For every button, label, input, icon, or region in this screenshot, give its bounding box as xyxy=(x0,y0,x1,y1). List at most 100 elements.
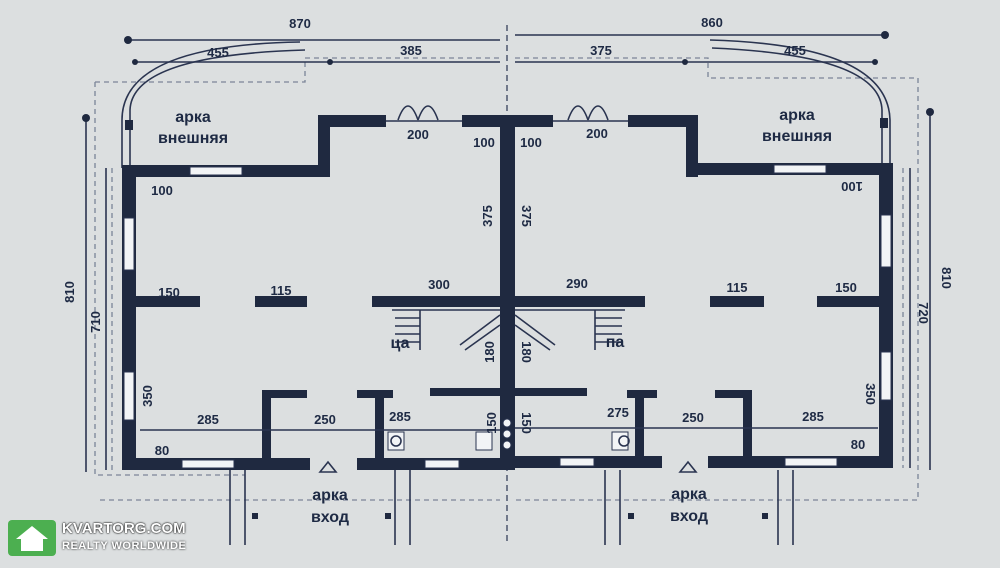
dim-mid-right: 100 xyxy=(520,135,542,150)
dim-node xyxy=(82,114,90,122)
house-logo-icon xyxy=(8,520,56,556)
dim-stair-left-vertical: 180 xyxy=(482,341,497,363)
toilet-bowl-icon xyxy=(390,435,402,447)
wall-top-center-right xyxy=(508,115,553,127)
dim-corner-right: 100 xyxy=(841,179,863,194)
watermark-logo: KVARTORG.COM REALTY WORLDWIDE xyxy=(8,518,188,558)
dim-corner-80-left: 80 xyxy=(155,443,169,458)
dim-node xyxy=(124,36,132,44)
toilet-icon xyxy=(387,431,405,451)
dim-door-right: 200 xyxy=(586,126,608,141)
outline-dashed-left xyxy=(94,57,500,501)
partition-left-5 xyxy=(262,390,271,460)
dim-bottom-285-right: 285 xyxy=(802,409,824,424)
wall-top-left-2 xyxy=(318,115,386,127)
dim-partition-right: 290 xyxy=(566,276,588,291)
partition-right-6 xyxy=(635,390,644,458)
partition-left-1 xyxy=(136,296,200,307)
door-swing-left xyxy=(397,105,439,121)
window xyxy=(773,164,827,174)
sink-icon xyxy=(611,431,629,451)
label-arch-entrance-left-1: арка xyxy=(312,487,348,504)
dim-arc-left: 455 xyxy=(207,45,229,60)
dim-side-left-outer: 810 xyxy=(62,281,77,303)
dim-bottom-285-mid: 285 xyxy=(389,409,411,424)
partition-right-3 xyxy=(817,296,879,307)
label-arch-external-left-1: арка xyxy=(175,109,211,126)
arch-post xyxy=(125,120,133,130)
dim-side-left-inner: 710 xyxy=(88,311,103,333)
dim-node xyxy=(926,108,934,116)
label-arch-entrance-left-2: вход xyxy=(311,509,349,526)
dim-top-inner-left: 385 xyxy=(400,43,422,58)
window xyxy=(559,457,595,467)
label-stair-right: па xyxy=(606,334,625,351)
dim-wall-left-b: 115 xyxy=(271,283,292,298)
dim-node xyxy=(132,59,138,65)
dim-top-inner-right: 375 xyxy=(590,43,612,58)
outline-dashed-right xyxy=(515,57,919,501)
dim-side-right-inner: 720 xyxy=(916,302,931,324)
wall-top-center-left xyxy=(462,115,510,127)
post-marker xyxy=(385,513,391,519)
wall-step-left xyxy=(318,115,330,177)
toilet-bowl-icon xyxy=(618,435,630,447)
wall-right xyxy=(879,163,893,468)
dim-node xyxy=(872,59,878,65)
window xyxy=(880,214,892,268)
partition-left-3 xyxy=(372,296,500,307)
dim-bottom-150-right: 150 xyxy=(519,412,534,434)
dim-bottom-275: 275 xyxy=(607,405,629,420)
dim-bottom-250-left: 250 xyxy=(314,412,336,427)
dim-corner-left: 100 xyxy=(151,183,173,198)
arch-external-right xyxy=(709,39,891,168)
party-wall xyxy=(500,115,515,470)
stairs-right xyxy=(514,309,625,351)
dim-side-right-outer: 810 xyxy=(939,267,954,289)
sink-icon xyxy=(475,431,493,451)
dim-partition-left: 300 xyxy=(428,277,450,292)
label-stair-left: ца xyxy=(391,335,410,352)
wall-step-right xyxy=(686,115,698,177)
dim-mid-left: 100 xyxy=(473,135,495,150)
window xyxy=(880,351,892,401)
dim-bottom-150-left: 150 xyxy=(484,412,499,434)
vent-icon xyxy=(502,418,512,450)
partition-right-7 xyxy=(715,390,751,398)
label-arch-external-right-2: внешняя xyxy=(762,128,832,145)
partition-right-4 xyxy=(515,388,587,396)
label-arch-external-right-1: арка xyxy=(779,107,815,124)
dim-top-right: 860 xyxy=(701,15,723,30)
dim-wall-left-a: 150 xyxy=(158,285,180,300)
dim-left-350: 350 xyxy=(140,385,155,407)
entrance-arrow-left xyxy=(318,460,338,473)
entrance-posts-right xyxy=(604,470,794,545)
dim-center-right-vertical: 375 xyxy=(519,205,534,227)
window xyxy=(181,459,235,469)
post-marker xyxy=(762,513,768,519)
entrance-arrow-right xyxy=(678,460,698,473)
arch-external-left xyxy=(121,41,301,168)
arch-external-right-inner xyxy=(711,47,883,165)
partition-right-8 xyxy=(743,390,752,458)
dim-top-left: 870 xyxy=(289,16,311,31)
wall-top-right-2 xyxy=(628,115,698,127)
dim-node xyxy=(327,59,333,65)
partition-right-2 xyxy=(710,296,764,307)
window xyxy=(123,217,135,271)
dim-bottom-285-left: 285 xyxy=(197,412,219,427)
entrance-posts-left xyxy=(229,470,411,545)
stairs-left xyxy=(392,309,501,351)
post-marker xyxy=(628,513,634,519)
partition-left-8 xyxy=(430,388,500,396)
arch-external-left-inner xyxy=(129,49,306,165)
dim-node xyxy=(682,59,688,65)
partition-right-1 xyxy=(515,296,645,307)
door-swing-right xyxy=(567,105,609,121)
window xyxy=(424,459,460,469)
dim-door-left: 200 xyxy=(407,127,429,142)
dim-node xyxy=(881,31,889,39)
watermark-name: KVARTORG.COM xyxy=(62,520,186,537)
